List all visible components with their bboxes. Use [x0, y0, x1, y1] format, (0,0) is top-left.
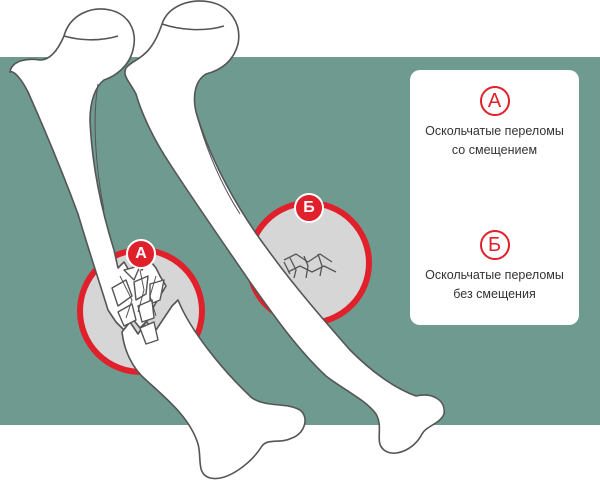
legend-caption-b: Оскольчатые переломы без смещения	[410, 266, 579, 304]
femur-b	[124, 0, 445, 454]
fracture-marker-a: А	[126, 239, 156, 269]
legend-card: А Оскольчатые переломы со смещением Б Ос…	[410, 70, 579, 325]
legend-caption-a: Оскольчатые переломы со смещением	[410, 122, 579, 160]
fracture-marker-b: Б	[294, 193, 324, 223]
femur-a-crack-lines	[119, 269, 157, 319]
femur-a-upper-fragment	[9, 8, 167, 331]
femur-a-lower-fragment	[121, 299, 306, 480]
legend-entry-a: А Оскольчатые переломы со смещением	[410, 86, 579, 160]
legend-caption-a-line1: Оскольчатые переломы	[425, 124, 564, 138]
legend-entry-b: Б Оскольчатые переломы без смещения	[410, 230, 579, 304]
legend-caption-a-line2: со смещением	[451, 143, 538, 157]
legend-caption-b-line1: Оскольчатые переломы	[425, 268, 564, 282]
legend-badge-b: Б	[479, 230, 510, 260]
femur-a-bone-shards	[111, 265, 165, 345]
legend-badge-a: А	[479, 86, 510, 116]
legend-caption-b-line2: без смещения	[453, 287, 536, 301]
femur-b-fracture-lines	[283, 253, 337, 279]
